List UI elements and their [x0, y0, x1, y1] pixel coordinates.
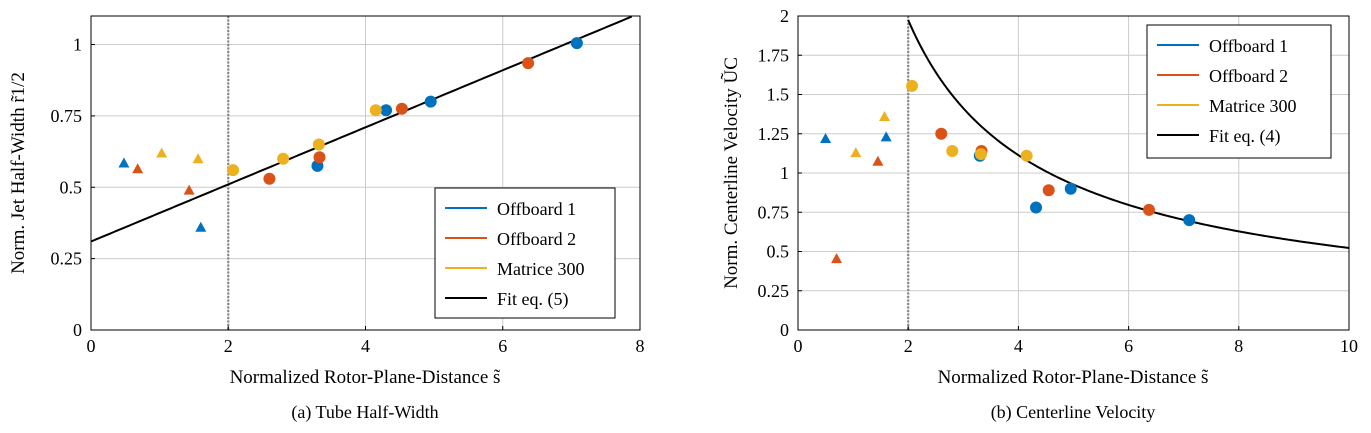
chart-b-fit: [907, 19, 1350, 249]
chart-a-legend: Offboard 1 Offboard 2 Matrice 300 Fit eq…: [434, 187, 616, 319]
fit-curve: [907, 19, 1350, 249]
legend-b-label-offboard1: Offboard 1: [1209, 36, 1288, 56]
legend-b-label-matrice300: Matrice 300: [1209, 96, 1296, 116]
chart-a-grid: [90, 16, 641, 331]
y-tick-label: 0.5: [60, 177, 83, 197]
matrice300-circle-point: [277, 152, 290, 165]
offboard1-triangle-point: [195, 221, 207, 232]
matrice300-circle-point: [369, 104, 382, 117]
legend-b-label-fit: Fit eq. (4): [1209, 126, 1281, 147]
chart-a: 0 2 4 6 8 0 0.25 0.5 0.75 1 Normalized Rotor-Plan…: [8, 15, 645, 423]
chart-b-marks: [820, 79, 1196, 264]
matrice300-circle-point: [227, 164, 240, 177]
y-tick-label: 0.25: [51, 249, 83, 269]
x-tick-label: 4: [361, 336, 370, 356]
x-tick-label: 4: [1014, 336, 1023, 356]
y-tick-label: 0.75: [51, 106, 83, 126]
chart-b-ylabel: Norm. Centerline Velocity ŨC: [720, 57, 742, 289]
offboard2-circle-point: [263, 172, 276, 185]
legend-b-label-offboard2: Offboard 2: [1209, 66, 1288, 86]
chart-a-legend-box: [434, 187, 616, 319]
offboard2-triangle-point: [132, 163, 144, 174]
offboard1-circle-point: [1183, 214, 1196, 227]
matrice300-circle-point: [1020, 149, 1033, 162]
x-tick-label: 6: [498, 336, 507, 356]
x-tick-label: 2: [904, 336, 913, 356]
y-tick-label: 0.5: [767, 242, 790, 262]
offboard2-circle-point: [1042, 184, 1055, 197]
matrice300-circle-point: [312, 138, 325, 151]
matrice300-triangle-point: [850, 147, 862, 158]
offboard2-circle-point: [395, 102, 408, 115]
offboard2-circle-point: [935, 127, 948, 140]
y-tick-label: 0: [780, 320, 789, 340]
matrice300-triangle-point: [879, 110, 891, 121]
matrice300-triangle-point: [156, 147, 168, 158]
y-tick-label: 1.75: [758, 45, 790, 65]
chart-b-xlabel: Normalized Rotor-Plane-Distance s̃: [938, 367, 1209, 388]
chart-a-fit: [90, 15, 633, 243]
chart-a-caption: (a) Tube Half-Width: [291, 402, 438, 423]
offboard1-triangle-point: [880, 131, 892, 142]
matrice300-triangle-point: [192, 153, 204, 164]
y-tick-label: 1: [73, 35, 82, 55]
offboard2-circle-point: [1142, 203, 1155, 216]
chart-a-marks: [118, 37, 583, 232]
matrice300-circle-point: [946, 145, 959, 158]
x-tick-label: 2: [224, 336, 233, 356]
x-tick-label: 10: [1340, 336, 1358, 356]
offboard1-circle-point: [380, 104, 393, 117]
chart-b: 0 2 4 6 8 10 0 0.25 0.5 0.75 1 1.25 1.5 1.75 2 Normali…: [720, 6, 1358, 423]
x-tick-label: 0: [87, 336, 96, 356]
offboard1-triangle-point: [820, 132, 832, 143]
fit-curve: [90, 15, 633, 243]
y-tick-label: 1: [780, 163, 789, 183]
legend-a-label-matrice300: Matrice 300: [497, 259, 584, 279]
y-tick-label: 0.75: [758, 202, 790, 222]
offboard1-circle-point: [1064, 182, 1077, 195]
chart-b-caption: (b) Centerline Velocity: [991, 402, 1156, 423]
chart-b-legend: Offboard 1 Offboard 2 Matrice 300 Fit eq…: [1146, 24, 1332, 159]
x-tick-label: 8: [1234, 336, 1243, 356]
offboard1-circle-point: [1030, 201, 1043, 214]
legend-a-label-fit: Fit eq. (5): [497, 289, 569, 310]
chart-a-xlabel: Normalized Rotor-Plane-Distance s̃: [230, 367, 501, 388]
offboard2-triangle-point: [872, 155, 884, 166]
offboard2-triangle-point: [831, 253, 843, 264]
y-tick-label: 2: [780, 6, 789, 26]
offboard1-triangle-point: [118, 157, 130, 168]
offboard1-circle-point: [424, 95, 437, 108]
x-tick-label: 0: [794, 336, 803, 356]
offboard1-circle-point: [570, 37, 583, 50]
chart-a-ylabel: Norm. Jet Half-Width r̃1/2: [8, 72, 29, 274]
chart-b-tick-labels: 0 2 4 6 8 10 0 0.25 0.5 0.75 1 1.25 1.5 1.75 2: [758, 6, 1359, 356]
y-tick-label: 0: [73, 320, 82, 340]
x-tick-label: 8: [636, 336, 645, 356]
chart-a-tick-labels: 0 2 4 6 8 0 0.25 0.5 0.75 1: [51, 35, 645, 356]
offboard2-circle-point: [522, 57, 535, 70]
x-tick-label: 6: [1124, 336, 1133, 356]
offboard2-triangle-point: [183, 184, 195, 195]
y-tick-label: 0.25: [758, 281, 790, 301]
y-tick-label: 1.25: [758, 124, 790, 144]
legend-a-label-offboard1: Offboard 1: [497, 199, 576, 219]
matrice300-circle-point: [906, 79, 919, 92]
offboard2-circle-point: [313, 151, 326, 164]
y-tick-label: 1.5: [767, 85, 790, 105]
matrice300-circle-point: [974, 148, 987, 161]
legend-a-label-offboard2: Offboard 2: [497, 229, 576, 249]
